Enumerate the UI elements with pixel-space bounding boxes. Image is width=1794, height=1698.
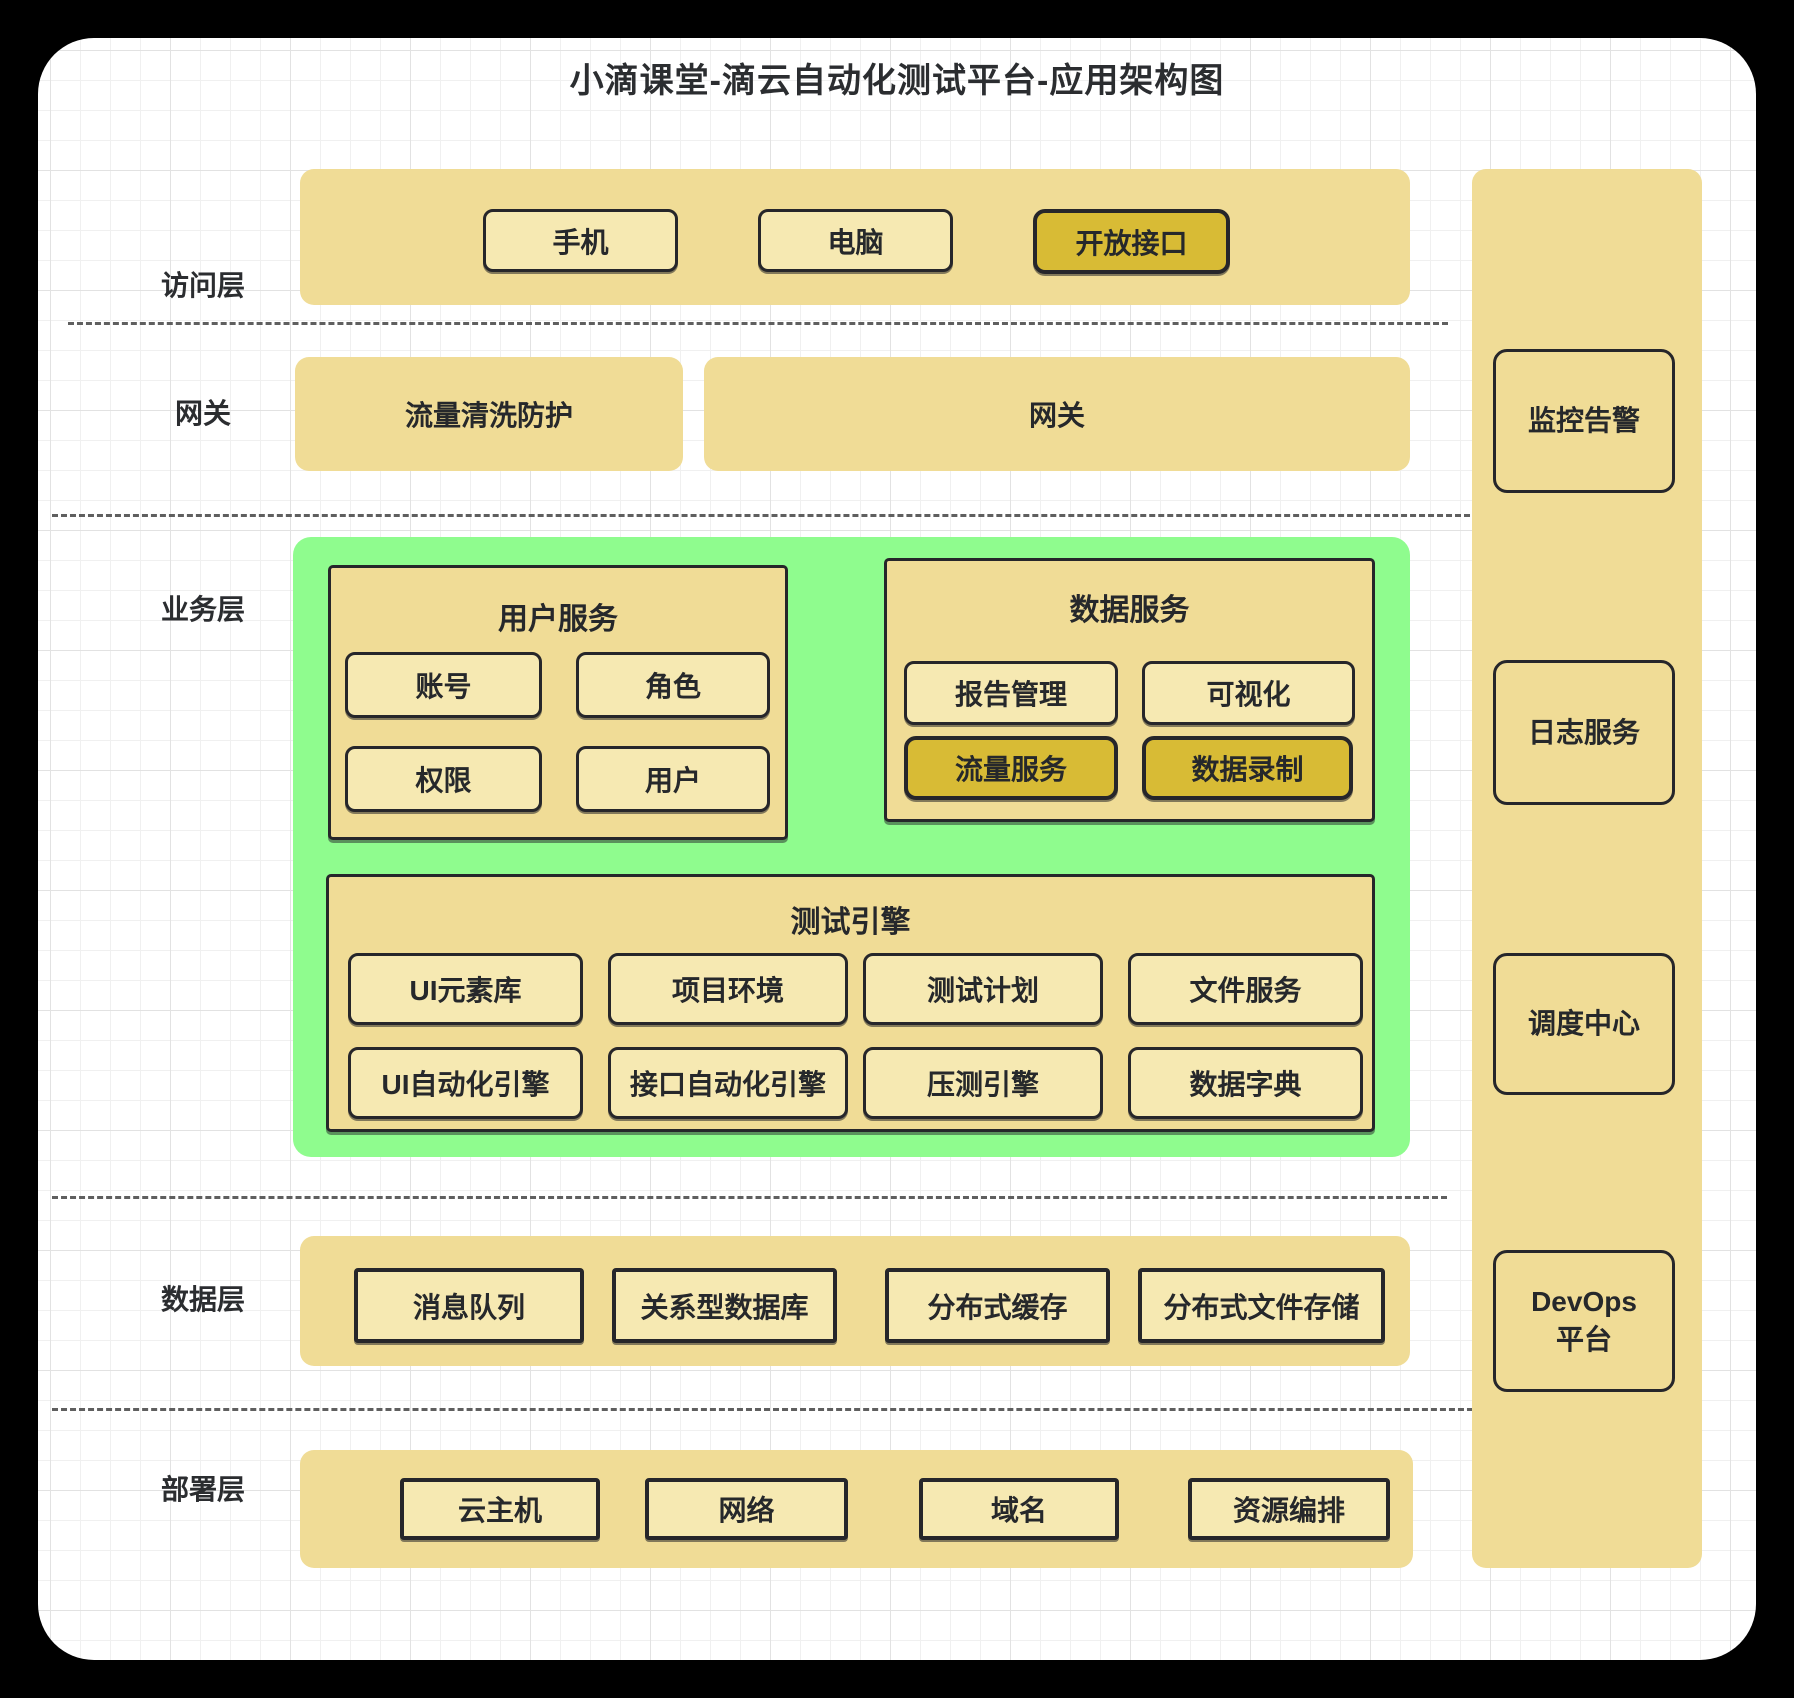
node-label: 手机 (552, 226, 609, 258)
layer-label-access: 访问层 (160, 270, 245, 301)
node-account[interactable]: 账号 (345, 652, 542, 718)
business-layer-container[interactable]: 用户服务 账号 角色 权限 用户 数据服务 报告管理 可视化 (293, 537, 1410, 1157)
node-label: 调度中心 (1527, 1008, 1640, 1039)
group-title: 数据服务 (1069, 594, 1190, 627)
node-label: 数据字典 (1189, 1069, 1302, 1100)
node-user[interactable]: 用户 (576, 746, 770, 812)
node-message-queue[interactable]: 消息队列 (354, 1268, 584, 1343)
data-layer-band[interactable]: 消息队列 关系型数据库 分布式缓存 分布式文件存储 (300, 1236, 1410, 1366)
node-data-recording[interactable]: 数据录制 (1142, 736, 1353, 800)
node-api-automation-engine[interactable]: 接口自动化引擎 (608, 1047, 848, 1119)
node-label: 账号 (415, 671, 472, 702)
node-label: 报告管理 (954, 679, 1067, 710)
node-file-service[interactable]: 文件服务 (1128, 953, 1363, 1025)
node-label: 网络 (718, 1495, 775, 1526)
node-label: 接口自动化引擎 (629, 1069, 826, 1100)
gateway-band-gateway[interactable]: 网关 (704, 357, 1410, 471)
node-label: 关系型数据库 (640, 1291, 809, 1323)
node-label: 消息队列 (412, 1291, 525, 1323)
layer-label-deploy: 部署层 (160, 1474, 245, 1505)
layer-label-gateway: 网关 (174, 398, 231, 429)
node-domain-name[interactable]: 域名 (919, 1478, 1119, 1540)
node-visualization[interactable]: 可视化 (1142, 661, 1355, 725)
page-title: 小滴课堂-滴云自动化测试平台-应用架构图 (569, 62, 1225, 100)
node-pc[interactable]: 电脑 (758, 209, 953, 272)
node-resource-orchestration[interactable]: 资源编排 (1188, 1478, 1390, 1540)
node-label: 数据录制 (1191, 754, 1304, 785)
node-label-line2: 平台 (1555, 1324, 1612, 1355)
deploy-layer-band[interactable]: 云主机 网络 域名 资源编排 (300, 1450, 1413, 1568)
node-label: 项目环境 (671, 975, 784, 1006)
node-label: 权限 (415, 765, 472, 796)
node-distributed-cache[interactable]: 分布式缓存 (885, 1268, 1110, 1343)
node-distributed-file-storage[interactable]: 分布式文件存储 (1138, 1268, 1385, 1343)
node-label: 压测引擎 (926, 1069, 1039, 1100)
node-label: 监控告警 (1527, 405, 1640, 436)
group-data-service[interactable]: 数据服务 报告管理 可视化 流量服务 数据录制 (884, 558, 1375, 822)
separator-data-deploy (52, 1408, 1482, 1411)
node-label: 流量服务 (954, 754, 1067, 785)
node-label: UI自动化引擎 (381, 1069, 550, 1100)
node-label: 文件服务 (1189, 975, 1302, 1006)
node-label: 分布式缓存 (927, 1291, 1068, 1323)
sidebar-node-log-service[interactable]: 日志服务 (1493, 660, 1675, 805)
node-label: 资源编排 (1232, 1495, 1345, 1526)
node-report-management[interactable]: 报告管理 (904, 661, 1118, 725)
sidebar-platform-services[interactable]: 监控告警 日志服务 调度中心 DevOps 平台 (1472, 169, 1702, 1568)
node-label: 电脑 (827, 226, 884, 258)
node-cloud-host[interactable]: 云主机 (400, 1478, 600, 1540)
band-label: 流量清洗防护 (404, 400, 573, 431)
node-relational-db[interactable]: 关系型数据库 (612, 1268, 837, 1343)
node-ui-element-lib[interactable]: UI元素库 (348, 953, 583, 1025)
node-stress-test-engine[interactable]: 压测引擎 (863, 1047, 1103, 1119)
node-label: 日志服务 (1527, 716, 1640, 748)
node-permission[interactable]: 权限 (345, 746, 542, 812)
group-test-engine[interactable]: 测试引擎 UI元素库 项目环境 测试计划 文件服务 UI自动化引擎 接口自动化引… (326, 874, 1375, 1132)
node-label: 开放接口 (1075, 227, 1188, 259)
sidebar-node-scheduling-center[interactable]: 调度中心 (1493, 953, 1675, 1095)
group-title: 测试引擎 (790, 906, 911, 939)
access-layer-band[interactable]: 手机 电脑 开放接口 (300, 169, 1410, 305)
node-label: 可视化 (1206, 679, 1291, 710)
node-traffic-service[interactable]: 流量服务 (904, 736, 1118, 800)
node-mobile[interactable]: 手机 (483, 209, 678, 272)
separator-business-data (52, 1196, 1447, 1199)
node-label: 用户 (644, 765, 701, 796)
separator-gateway-business (52, 514, 1479, 517)
sidebar-node-monitoring-alert[interactable]: 监控告警 (1493, 349, 1675, 493)
gateway-band-traffic-clean[interactable]: 流量清洗防护 (295, 357, 683, 471)
node-data-dictionary[interactable]: 数据字典 (1128, 1047, 1363, 1119)
band-label: 网关 (1028, 400, 1085, 431)
node-label: 域名 (990, 1495, 1047, 1526)
separator-access-gateway (68, 322, 1448, 325)
node-label: 角色 (644, 671, 701, 702)
group-user-service[interactable]: 用户服务 账号 角色 权限 用户 (328, 565, 788, 840)
node-test-plan[interactable]: 测试计划 (863, 953, 1103, 1025)
node-open-api[interactable]: 开放接口 (1033, 209, 1230, 274)
diagram-canvas: 小滴课堂-滴云自动化测试平台-应用架构图 访问层 网关 业务层 数据层 部署层 … (38, 38, 1756, 1660)
node-role[interactable]: 角色 (576, 652, 770, 718)
node-project-env[interactable]: 项目环境 (608, 953, 848, 1025)
node-label: 云主机 (457, 1495, 542, 1526)
layer-label-business: 业务层 (160, 594, 245, 625)
node-label: UI元素库 (409, 975, 522, 1006)
node-label: 分布式文件存储 (1163, 1291, 1360, 1323)
sidebar-node-devops-platform[interactable]: DevOps 平台 (1493, 1250, 1675, 1392)
layer-label-data: 数据层 (160, 1284, 245, 1315)
node-label: 测试计划 (926, 975, 1039, 1006)
group-title: 用户服务 (498, 603, 618, 636)
node-network[interactable]: 网络 (645, 1478, 848, 1540)
node-ui-automation-engine[interactable]: UI自动化引擎 (348, 1047, 583, 1119)
node-label: DevOps (1531, 1286, 1637, 1317)
